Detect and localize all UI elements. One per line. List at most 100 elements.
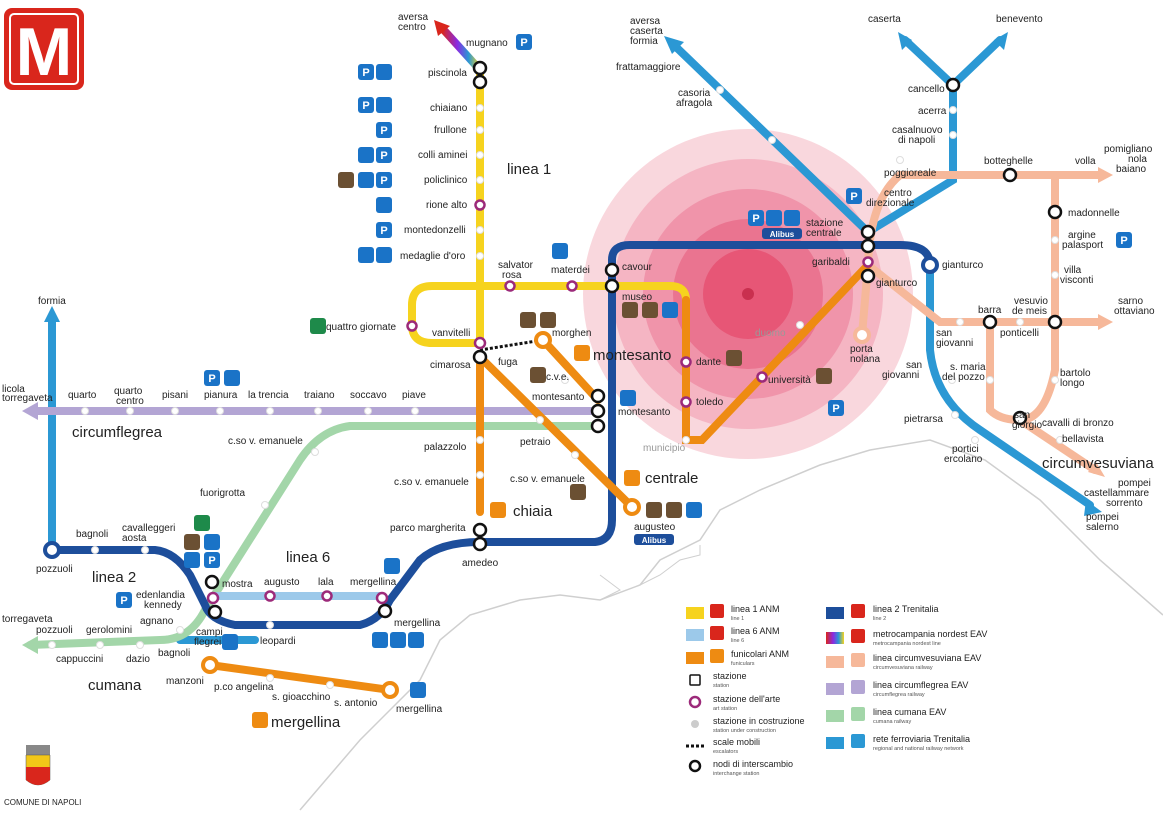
svg-text:cavalleggeri: cavalleggeri: [122, 523, 175, 534]
svg-text:ponticelli: ponticelli: [1000, 328, 1039, 339]
svg-text:s. gioacchino: s. gioacchino: [272, 692, 331, 703]
svg-text:lala: lala: [318, 577, 334, 588]
svg-text:del pozzo: del pozzo: [942, 372, 985, 383]
svg-text:ercolano: ercolano: [944, 454, 983, 465]
legend-item-art-station: stazione dell'arte art station: [688, 694, 780, 712]
svg-text:policlinico: policlinico: [424, 175, 468, 186]
svg-text:metrocampania nordest EAV: metrocampania nordest EAV: [873, 629, 987, 639]
legend-item-station: stazione station: [689, 671, 747, 689]
svg-text:P: P: [832, 403, 839, 415]
station-labels: aversa centro mugnano piscinola chiaiano…: [2, 12, 1155, 715]
svg-text:stazione in costruzione: stazione in costruzione: [713, 716, 805, 726]
svg-text:giorgio: giorgio: [1012, 420, 1042, 431]
arrow-formia: [44, 306, 60, 322]
svg-text:P: P: [208, 555, 215, 567]
svg-text:cancello: cancello: [908, 84, 945, 95]
svg-text:bagnoli: bagnoli: [76, 529, 108, 540]
svg-text:rete ferroviaria Trenitalia: rete ferroviaria Trenitalia: [873, 734, 970, 744]
svg-text:longo: longo: [1060, 378, 1085, 389]
legend-item-linea1: linea 1 ANM line 1: [686, 604, 780, 622]
arrow-aversa-caserta-formia: [664, 36, 684, 54]
legend-item-construction: stazione in costruzione station under co…: [691, 716, 805, 734]
svg-text:aversa: aversa: [630, 16, 660, 27]
arrow-pompei-salerno: [1084, 500, 1102, 516]
svg-text:pisani: pisani: [162, 390, 188, 401]
svg-text:direzionale: direzionale: [866, 198, 915, 209]
svg-text:giovanni: giovanni: [936, 338, 973, 349]
svg-text:fuorigrotta: fuorigrotta: [200, 488, 245, 499]
svg-text:materdei: materdei: [551, 265, 590, 276]
svg-text:linea circumvesuviana EAV: linea circumvesuviana EAV: [873, 653, 981, 663]
coastline: [299, 439, 1163, 811]
svg-text:giovanni: giovanni: [882, 370, 919, 381]
svg-text:dante: dante: [696, 357, 721, 368]
svg-text:toledo: toledo: [696, 397, 724, 408]
svg-text:mostra: mostra: [222, 579, 253, 590]
svg-text:san: san: [906, 360, 922, 371]
svg-text:università: università: [768, 375, 811, 386]
arrow-benevento: [994, 32, 1008, 50]
svg-text:duomo: duomo: [755, 328, 786, 339]
svg-text:agnano: agnano: [140, 616, 174, 627]
svg-text:vanvitelli: vanvitelli: [432, 328, 470, 339]
svg-text:mergellina: mergellina: [350, 577, 397, 588]
line-label-montesanto: montesanto: [593, 347, 671, 364]
svg-text:s. antonio: s. antonio: [334, 698, 378, 709]
svg-text:casalnuovo: casalnuovo: [892, 125, 943, 136]
svg-text:soccavo: soccavo: [350, 390, 387, 401]
svg-text:line 1: line 1: [731, 616, 744, 622]
line-label-linea1: linea 1: [507, 161, 551, 178]
svg-text:edenlandia: edenlandia: [136, 590, 185, 601]
art-stations: [206, 199, 874, 605]
legend-item-linea6: linea 6 ANM line 6: [686, 626, 780, 644]
svg-text:augusteo: augusteo: [634, 522, 676, 533]
svg-text:mugnano: mugnano: [466, 38, 508, 49]
svg-text:regional and national railway: regional and national railway network: [873, 746, 964, 752]
svg-text:quarto: quarto: [68, 390, 97, 401]
metro-logo[interactable]: M: [4, 8, 84, 90]
legend-item-funicular: funicolari ANM funiculars: [686, 649, 789, 667]
svg-text:municipio: municipio: [643, 443, 686, 454]
legend-item-metrocampania: metrocampania nordest EAV metrocampania …: [826, 629, 987, 647]
svg-text:line 6: line 6: [731, 638, 744, 644]
svg-text:P: P: [380, 175, 387, 187]
svg-text:P: P: [362, 67, 369, 79]
svg-text:museo: museo: [622, 292, 652, 303]
svg-text:parco margherita: parco margherita: [390, 523, 466, 534]
svg-text:pompei: pompei: [1086, 512, 1119, 523]
line-label-centrale: centrale: [645, 470, 698, 487]
linea1-extension: [682, 261, 872, 444]
svg-text:torregaveta: torregaveta: [2, 393, 53, 404]
svg-text:chiaiano: chiaiano: [430, 103, 468, 114]
svg-text:pozzuoli: pozzuoli: [36, 564, 73, 575]
svg-text:torregaveta: torregaveta: [2, 614, 53, 625]
svg-text:sorrento: sorrento: [1106, 498, 1143, 509]
svg-text:pianura: pianura: [204, 390, 238, 401]
svg-text:kennedy: kennedy: [144, 600, 182, 611]
svg-text:garibaldi: garibaldi: [812, 257, 850, 268]
svg-text:la trencia: la trencia: [248, 390, 289, 401]
svg-text:linea 6 ANM: linea 6 ANM: [731, 626, 780, 636]
svg-text:manzoni: manzoni: [166, 676, 204, 687]
svg-text:stazione dell'arte: stazione dell'arte: [713, 694, 780, 704]
line-label-cumana: cumana: [88, 677, 142, 694]
station-dots: [48, 86, 1064, 689]
manzoni-terminus: [201, 656, 219, 674]
svg-text:montesanto: montesanto: [618, 407, 671, 418]
svg-text:Alibus: Alibus: [770, 230, 795, 239]
funicular-lines: [206, 336, 634, 694]
svg-text:san: san: [1014, 410, 1030, 421]
svg-text:mergellina: mergellina: [394, 618, 441, 629]
svg-text:line 2: line 2: [873, 616, 886, 622]
svg-text:amedeo: amedeo: [462, 558, 499, 569]
svg-text:augusto: augusto: [264, 577, 300, 588]
svg-text:poggioreale: poggioreale: [884, 168, 937, 179]
svg-text:c.so v. emanuele: c.so v. emanuele: [228, 436, 303, 447]
mergellina-fun-terminus: [381, 681, 399, 699]
svg-text:piave: piave: [402, 390, 426, 401]
svg-text:linea cumana EAV: linea cumana EAV: [873, 707, 946, 717]
port-outline: [599, 545, 701, 601]
svg-text:funiculars: funiculars: [731, 661, 755, 667]
svg-text:de meis: de meis: [1012, 306, 1047, 317]
svg-text:caserta: caserta: [868, 14, 901, 25]
